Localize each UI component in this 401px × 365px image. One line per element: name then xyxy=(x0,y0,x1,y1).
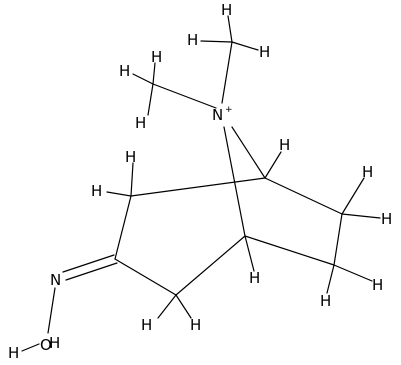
c4-h2-label: H xyxy=(190,316,201,334)
bond-c2-c3 xyxy=(114,195,132,260)
methyl-b-h1-label: H xyxy=(119,62,130,80)
methyl-a-h2-label: H xyxy=(259,43,270,61)
bond-methyl-b-h3 xyxy=(147,83,154,116)
bond-c7-h2 xyxy=(341,213,381,219)
c7-h2-label: H xyxy=(381,210,392,228)
bond-c5-n8 xyxy=(223,126,246,237)
atom-labels: N + N O H H H H H H H H H H H H H H H H … xyxy=(8,1,392,362)
bond-c3-n-oxime-2 xyxy=(65,262,118,281)
bond-c2-h1 xyxy=(130,162,134,197)
bond-c1-c2 xyxy=(130,177,266,197)
bond-methyl-a-h3 xyxy=(200,40,233,43)
c4-h1-label: H xyxy=(141,316,152,334)
bond-o-h xyxy=(21,343,40,352)
bond-methyl-a-h1 xyxy=(227,15,233,43)
bond-c5-c6 xyxy=(244,235,335,266)
bond-c4-h2 xyxy=(175,294,192,319)
c5-h-label: H xyxy=(249,269,260,287)
methyl-a-h1-label: H xyxy=(221,1,232,19)
methyl-b-h2-label: H xyxy=(151,48,162,66)
bonds xyxy=(21,15,381,352)
bond-methyl-b-h1 xyxy=(132,73,154,85)
bond-c7-h1 xyxy=(341,177,365,215)
bond-c6-h1 xyxy=(326,264,335,294)
n8-nitrogen-label: N xyxy=(212,106,223,124)
oxime-nitrogen-label: N xyxy=(50,271,61,289)
oxime-oxygen-label: O xyxy=(40,336,52,354)
bond-methyl-a-h2 xyxy=(231,41,259,51)
bond-n8-methyl-b xyxy=(152,83,217,109)
n8-charge-label: + xyxy=(225,105,233,115)
bond-c3-n-oxime-1 xyxy=(62,254,115,273)
hydroxyl-hydrogen-label: H xyxy=(49,334,60,352)
c2-h1-label: H xyxy=(125,148,136,166)
bond-c5-h xyxy=(244,235,255,272)
bond-n-oxime-o xyxy=(47,287,56,334)
bond-c6-c7 xyxy=(333,213,343,266)
hydroxyl-hydrogen-label-2: H xyxy=(8,344,19,362)
c6-h2-label: H xyxy=(372,276,383,294)
methyl-b-h3-label: H xyxy=(135,114,146,132)
bond-c1-h xyxy=(264,151,282,179)
bond-c4-h1 xyxy=(157,294,177,319)
bond-methyl-b-h2 xyxy=(152,62,156,85)
bond-c2-h2 xyxy=(106,191,132,197)
c1-h-label: H xyxy=(279,136,290,154)
bond-c6-h2 xyxy=(333,264,373,282)
methyl-a-h3-label: H xyxy=(187,31,198,49)
bond-c7-c1 xyxy=(264,177,343,215)
c2-h2-label: H xyxy=(91,182,102,200)
bond-n8-methyl-a xyxy=(221,41,233,104)
c7-h1-label: H xyxy=(362,163,373,181)
c6-h1-label: H xyxy=(320,292,331,310)
bond-c4-c5 xyxy=(175,235,246,296)
bond-c3-c4 xyxy=(114,258,177,296)
bond-n8-c1 xyxy=(231,126,266,179)
